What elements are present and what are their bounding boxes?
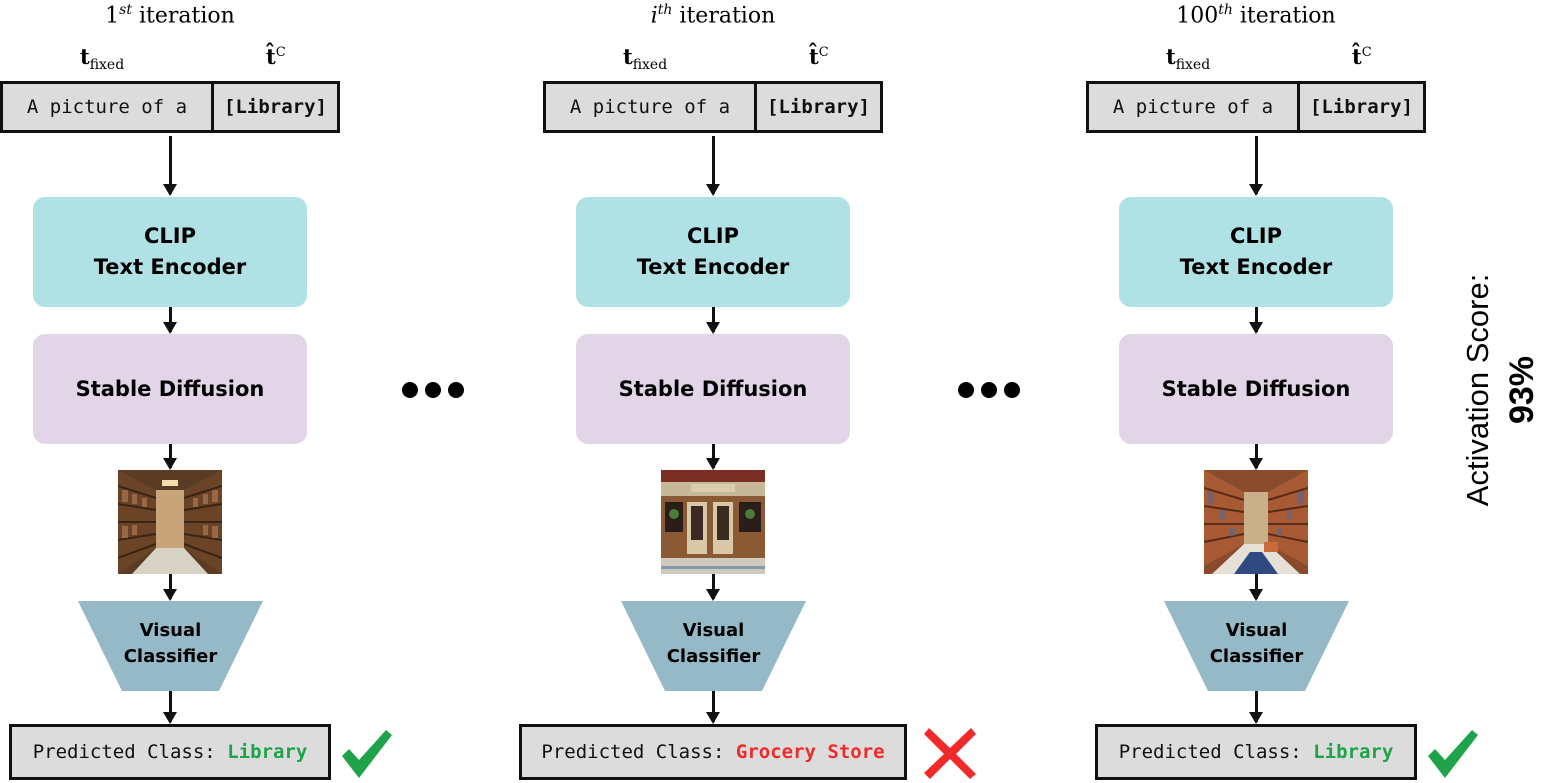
- arrow: [1249, 307, 1263, 334]
- stable-diffusion-label: Stable Diffusion: [75, 377, 265, 401]
- arrow: [706, 136, 720, 196]
- stable-diffusion-label: Stable Diffusion: [618, 377, 808, 401]
- visual-classifier-label: Visual Classifier: [666, 620, 761, 667]
- t-class-label: t̂C: [1352, 44, 1372, 69]
- iteration-column-1: 1st iteration tfixed t̂C A picture of a …: [0, 0, 400, 783]
- arrow: [1249, 444, 1263, 470]
- arrow: [163, 444, 177, 470]
- arrow: [163, 574, 177, 601]
- clip-text-encoder-box: CLIP Text Encoder: [1119, 197, 1393, 307]
- cross-icon: [924, 728, 976, 779]
- arrow: [1249, 574, 1263, 601]
- arrow: [163, 307, 177, 334]
- clip-text-encoder-box: CLIP Text Encoder: [576, 197, 850, 307]
- clip-text-encoder-box: CLIP Text Encoder: [33, 197, 307, 307]
- clip-label: CLIP: [687, 224, 739, 248]
- visual-classifier-shape: [621, 601, 806, 691]
- text-encoder-label: Text Encoder: [93, 255, 247, 279]
- t-fixed-label: tfixed: [623, 44, 668, 74]
- arrow: [706, 574, 720, 601]
- activation-score-value: 93%: [1503, 356, 1541, 424]
- iteration-column-100: 100th iteration tfixed t̂C A picture of …: [1086, 0, 1486, 783]
- visual-classifier-shape: [1164, 601, 1349, 691]
- prompt-fixed-box: A picture of a: [543, 81, 757, 133]
- clip-label: CLIP: [144, 224, 196, 248]
- library-image: [1204, 470, 1308, 574]
- prompt-fixed-box: A picture of a: [0, 81, 214, 133]
- clip-label: CLIP: [1230, 224, 1282, 248]
- t-fixed-label: tfixed: [1166, 44, 1211, 74]
- check-icon: [1428, 730, 1478, 778]
- stable-diffusion-box: Stable Diffusion: [1119, 334, 1393, 444]
- prompt-class-box: [Library]: [754, 81, 883, 133]
- prompt-class-box: [Library]: [1297, 81, 1426, 133]
- predicted-class-prefix: Predicted Class:: [32, 741, 228, 763]
- stable-diffusion-label: Stable Diffusion: [1161, 377, 1351, 401]
- ellipsis-icon: [396, 378, 476, 404]
- activation-score-label: Activation Score:: [1460, 274, 1495, 507]
- prompt-fixed-box: A picture of a: [1086, 81, 1300, 133]
- visual-classifier-shape: [78, 601, 263, 691]
- predicted-class-box: Predicted Class: Library: [9, 724, 331, 780]
- library-image: [118, 470, 222, 574]
- stable-diffusion-box: Stable Diffusion: [33, 334, 307, 444]
- arrow: [1249, 691, 1263, 724]
- predicted-class-prefix: Predicted Class:: [541, 741, 736, 763]
- arrow: [163, 136, 177, 196]
- storefront-image: [661, 470, 765, 574]
- visual-classifier-label: Visual Classifier: [1209, 620, 1304, 667]
- iteration-title: 1st iteration: [105, 2, 235, 29]
- visual-classifier-label: Visual Classifier: [123, 620, 218, 667]
- iteration-title: ith iteration: [650, 2, 776, 29]
- predicted-class-value: Library: [1313, 741, 1394, 763]
- iteration-column-i: ith iteration tfixed t̂C A picture of a …: [519, 0, 976, 783]
- predicted-class-value: Library: [227, 741, 308, 763]
- arrow: [706, 307, 720, 334]
- stable-diffusion-box: Stable Diffusion: [576, 334, 850, 444]
- arrow: [163, 691, 177, 724]
- check-icon: [342, 730, 392, 778]
- predicted-class-box: Predicted Class: Grocery Store: [519, 724, 907, 780]
- arrow: [706, 444, 720, 470]
- text-encoder-label: Text Encoder: [1179, 255, 1333, 279]
- activation-score: Activation Score: 93%: [1460, 274, 1541, 507]
- predicted-class-box: Predicted Class: Library: [1095, 724, 1417, 780]
- t-class-label: t̂C: [809, 44, 829, 69]
- predicted-class-prefix: Predicted Class:: [1118, 741, 1314, 763]
- iteration-title: 100th iteration: [1176, 2, 1336, 29]
- ellipsis-icon: [952, 378, 1032, 404]
- text-encoder-label: Text Encoder: [636, 255, 790, 279]
- prompt-class-box: [Library]: [211, 81, 340, 133]
- predicted-class-value: Grocery Store: [735, 741, 885, 763]
- arrow: [1249, 136, 1263, 196]
- arrow: [706, 691, 720, 724]
- t-class-label: t̂C: [266, 44, 286, 69]
- t-fixed-label: tfixed: [80, 44, 125, 74]
